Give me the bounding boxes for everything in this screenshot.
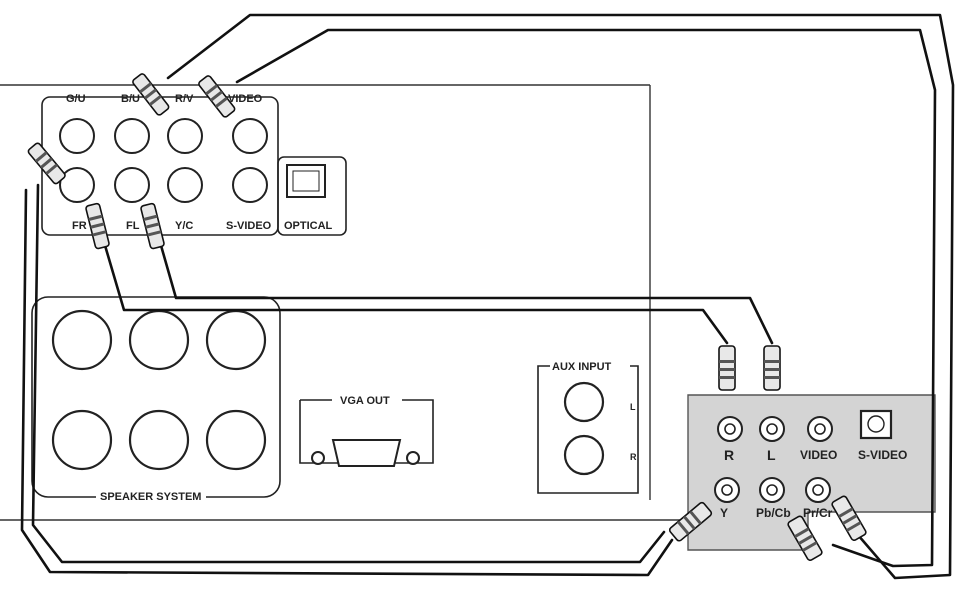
label-speaker-system: SPEAKER SYSTEM [100,491,201,503]
speaker-terminal [205,309,267,371]
av-jack-video [232,118,268,154]
label-aux-input: AUX INPUT [552,361,612,373]
av-jack-gu [59,118,95,154]
rca-plug [831,495,867,542]
cable-component-y [20,188,674,577]
av-jack-svideo [232,167,268,203]
label-tv-pb: Pb/Cb [756,506,791,520]
rca-plug [198,75,236,118]
aux-input-panel: AUX INPUT L R [537,361,639,494]
aux-jack-l [563,381,605,423]
speaker-terminal [51,309,113,371]
av-output-panel: G/U B/U R/V VIDEO FR FL Y/C S-VIDEO OPTI… [41,93,347,236]
rca-plug [85,202,110,250]
av-jack-fr [59,167,95,203]
av-jack-fl [114,167,150,203]
av-jack-rv [167,118,203,154]
cables [20,13,955,580]
label-vga-out: VGA OUT [340,395,390,407]
label-gu: G/U [66,93,86,105]
speaker-terminal [128,309,190,371]
label-tv-video: VIDEO [800,448,837,462]
label-tv-l: L [767,447,776,463]
label-aux-l: L [630,402,636,412]
rca-plug [132,73,170,116]
speaker-system-panel: SPEAKER SYSTEM [31,296,281,503]
tv-input-panel: R L VIDEO S-VIDEO Y Pb/Cb Pr/Cr [687,394,936,551]
aux-jack-r [563,434,605,476]
rca-plug [27,142,66,185]
label-aux-r: R [630,452,637,462]
label-fl: FL [126,220,140,232]
vga-port [331,439,402,467]
rca-plugs [27,73,867,562]
label-svideo-left: S-VIDEO [226,220,272,232]
rca-plug [140,202,165,250]
rca-plug [718,345,736,391]
vga-screw-right [406,451,420,465]
cable-component-pr [166,13,955,580]
rca-plug [787,515,823,562]
cable-component-pb [235,28,937,568]
label-fr: FR [72,220,87,232]
vga-screw-left [311,451,325,465]
label-tv-svideo: S-VIDEO [858,448,907,462]
cable-audio-l [158,240,774,345]
label-tv-r: R [724,447,734,463]
tv-svideo-port [859,409,893,440]
label-tv-y: Y [720,506,728,520]
label-rv: R/V [175,93,194,105]
label-optical: OPTICAL [284,220,333,232]
av-jack-bu [114,118,150,154]
cable-audio-r [102,240,729,345]
label-bu: B/U [121,93,140,105]
label-video-top: VIDEO [228,93,263,105]
av-jack-yc [167,167,203,203]
speaker-terminal [51,409,113,471]
vga-out-panel: VGA OUT [299,395,434,467]
label-yc: Y/C [175,220,193,232]
label-tv-pr: Pr/Cr [803,506,833,520]
device-outline [0,84,690,521]
rca-plug [763,345,781,391]
rca-plug [668,501,713,542]
speaker-terminal [205,409,267,471]
speaker-terminal [128,409,190,471]
